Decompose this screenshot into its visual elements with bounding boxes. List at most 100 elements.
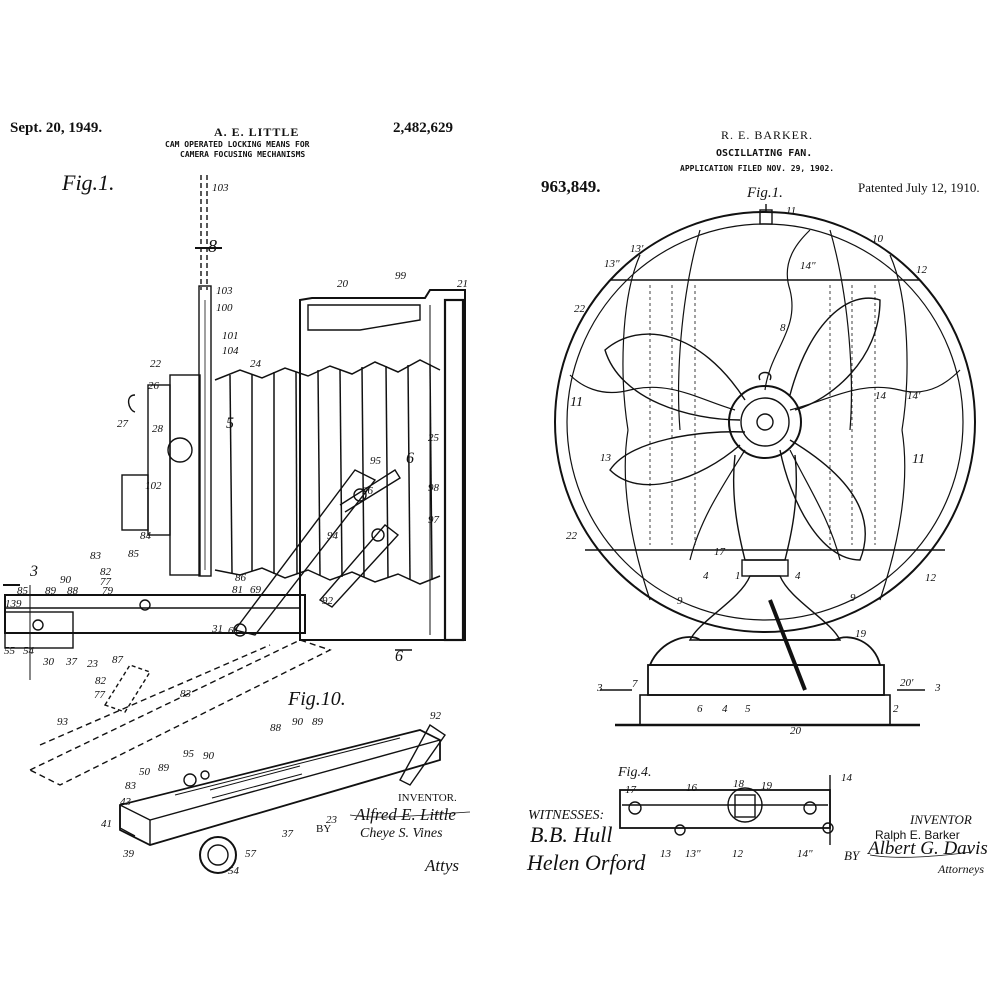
ref-number: 83 <box>90 550 101 562</box>
ref-number: 11 <box>786 205 797 217</box>
ref-number: 83 <box>180 688 191 700</box>
ref-number: 95 <box>370 455 381 467</box>
ref-number: 13" <box>604 258 620 270</box>
right-patent-title: OSCILLATING FAN. <box>716 148 813 159</box>
ref-number: 28 <box>152 423 163 435</box>
ref-number: 103 <box>216 285 233 297</box>
ref-number: 13 <box>600 452 611 464</box>
camera-fig1-drawing <box>3 175 466 786</box>
ref-number: 50 <box>139 766 150 778</box>
ref-number: 94 <box>327 530 338 542</box>
left-inventor-signature: Alfred E. Little <box>355 805 456 824</box>
ref-number: 4 <box>722 703 728 715</box>
ref-number: 90 <box>203 750 214 762</box>
left-patent-number: 2,482,629 <box>393 120 453 136</box>
ref-number: 83 <box>125 780 136 792</box>
ref-number: 6 <box>395 648 403 665</box>
ref-number: 96 <box>362 485 373 497</box>
ref-number: 90 <box>292 716 303 728</box>
ref-number: 3 <box>935 682 941 694</box>
ref-number: 81 <box>232 584 243 596</box>
ref-number: 86 <box>235 572 246 584</box>
ref-number: 37 <box>66 656 77 668</box>
ref-number: 41 <box>101 818 112 830</box>
ref-number: 77 <box>100 576 111 588</box>
ref-number: 23 <box>87 658 98 670</box>
ref-number: 17 <box>714 546 725 558</box>
ref-number: 10 <box>872 233 883 245</box>
ref-number: 9 <box>850 592 856 604</box>
ref-number: 20 <box>790 725 801 737</box>
ref-number: 5 <box>226 415 234 432</box>
right-patent-patented: Patented July 12, 1910. <box>858 180 980 195</box>
ref-number: 3 <box>30 563 38 580</box>
ref-number: 31 <box>212 623 223 635</box>
ref-number: 89 <box>312 716 323 728</box>
ref-number: 69 <box>250 584 261 596</box>
ref-number: 13 <box>660 848 671 860</box>
ref-number: 18 <box>733 778 744 790</box>
ref-number: 17 <box>625 784 636 796</box>
left-patent-title-line1: CAM OPERATED LOCKING MEANS FOR <box>165 140 310 149</box>
ref-number: 85 <box>128 548 139 560</box>
ref-number: 8 <box>208 236 217 256</box>
ref-number: 13' <box>630 243 644 255</box>
ref-number: 98 <box>428 482 439 494</box>
right-witnesses-label: WITNESSES: <box>528 808 605 823</box>
ref-number: 99 <box>395 270 406 282</box>
ref-number: 16 <box>686 782 697 794</box>
ref-number: 92 <box>322 595 333 607</box>
right-patent-inventor-name: R. E. BARKER. <box>721 128 814 142</box>
ref-number: 101 <box>222 330 239 342</box>
right-by-label: BY <box>844 848 860 863</box>
ref-number: 12 <box>916 264 927 276</box>
ref-number: 54 <box>228 865 239 877</box>
ref-number: 85 <box>17 585 28 597</box>
ref-number: 104 <box>222 345 239 357</box>
ref-number: 12 <box>925 572 936 584</box>
ref-number: 57 <box>245 848 256 860</box>
ref-number: 22 <box>566 530 577 542</box>
ref-number: 39 <box>123 848 134 860</box>
ref-number: 20 <box>337 278 348 290</box>
ref-number: 103 <box>212 182 229 194</box>
ref-number: 5 <box>745 703 751 715</box>
ref-number: 24 <box>250 358 261 370</box>
right-patent-application: APPLICATION FILED NOV. 29, 1902. <box>680 164 835 173</box>
ref-number: 12 <box>732 848 743 860</box>
ref-number: 89 <box>45 585 56 597</box>
ref-number: 14 <box>875 390 886 402</box>
ref-number: 88 <box>270 722 281 734</box>
ref-number: 14 <box>841 772 852 784</box>
right-signature-flourish <box>869 851 973 858</box>
ref-number: 84 <box>140 530 151 542</box>
left-signature-flourish <box>349 811 471 818</box>
ref-number: 97 <box>428 514 439 526</box>
ref-number: 13" <box>685 848 701 860</box>
ref-number: 89 <box>158 762 169 774</box>
ref-number: 77 <box>94 689 105 701</box>
ref-number: 4 <box>795 570 801 582</box>
right-patent-number: 963,849. <box>541 177 601 196</box>
ref-number: 20' <box>900 677 914 689</box>
ref-number: 92 <box>430 710 441 722</box>
ref-number: 8 <box>780 322 786 334</box>
ref-number: 14" <box>797 848 813 860</box>
right-inventor-label: INVENTOR <box>910 812 972 827</box>
ref-number: 4 <box>703 570 709 582</box>
ref-number: 6 <box>406 450 414 467</box>
ref-number: 11 <box>570 395 583 410</box>
left-fig10-label: Fig.10. <box>288 688 346 710</box>
ref-number: 87 <box>112 654 123 666</box>
ref-number: 22 <box>574 303 585 315</box>
right-attorneys-label: Attorneys <box>938 862 984 876</box>
ref-number: 100 <box>216 302 233 314</box>
right-inventor-signature: Ralph E. Barker <box>875 828 960 842</box>
fan-fig1-drawing <box>554 204 976 727</box>
ref-number: 43 <box>120 796 131 808</box>
ref-number: 55 <box>4 645 15 657</box>
right-witness2-signature: Helen Orford <box>527 850 646 875</box>
ref-number: 79 <box>102 585 113 597</box>
ref-number: 61 <box>228 625 239 637</box>
